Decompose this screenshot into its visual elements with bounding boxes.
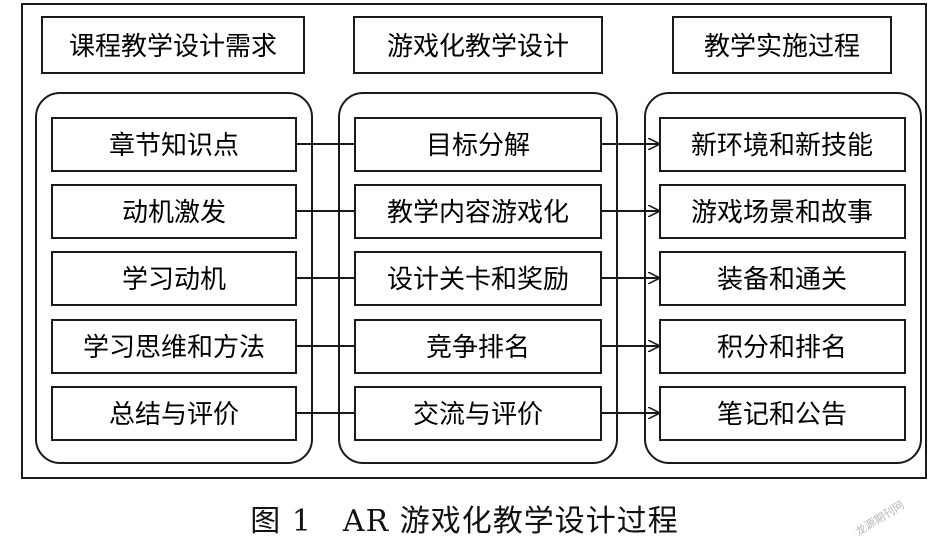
col2-label-2: 教学内容游戏化 — [387, 198, 569, 228]
col3-label-1: 新环境和新技能 — [691, 131, 873, 161]
col3-label-2: 游戏场景和故事 — [691, 198, 873, 228]
col3-label-5: 笔记和公告 — [717, 400, 847, 430]
header-label-2: 游戏化教学设计 — [387, 32, 569, 62]
header-box-3: 教学实施过程 — [672, 16, 892, 74]
header-box-2: 游戏化教学设计 — [353, 16, 603, 74]
col3-box-3: 装备和通关 — [659, 251, 906, 306]
col2-label-3: 设计关卡和奖励 — [387, 265, 569, 295]
col2-box-1: 目标分解 — [354, 117, 602, 172]
col1-box-1: 章节知识点 — [51, 117, 297, 172]
col3-box-2: 游戏场景和故事 — [659, 184, 906, 239]
col3-box-4: 积分和排名 — [659, 319, 906, 374]
col2-box-2: 教学内容游戏化 — [354, 184, 602, 239]
col1-label-1: 章节知识点 — [109, 131, 239, 161]
col2-label-5: 交流与评价 — [413, 400, 543, 430]
col3-label-4: 积分和排名 — [717, 333, 847, 363]
col2-label-1: 目标分解 — [426, 131, 530, 161]
col2-label-4: 竞争排名 — [426, 333, 530, 363]
col3-box-5: 笔记和公告 — [659, 386, 906, 441]
col1-label-4: 学习思维和方法 — [83, 333, 265, 363]
col2-box-3: 设计关卡和奖励 — [354, 251, 602, 306]
col1-label-2: 动机激发 — [122, 198, 226, 228]
col1-box-5: 总结与评价 — [51, 386, 297, 441]
figure-caption: 图 1 AR 游戏化教学设计过程 — [250, 504, 679, 539]
col1-box-3: 学习动机 — [51, 251, 297, 306]
col1-box-4: 学习思维和方法 — [51, 319, 297, 374]
header-label-3: 教学实施过程 — [704, 32, 860, 62]
col3-box-1: 新环境和新技能 — [659, 117, 906, 172]
header-label-1: 课程教学设计需求 — [69, 32, 277, 62]
col1-box-2: 动机激发 — [51, 184, 297, 239]
header-box-1: 课程教学设计需求 — [41, 16, 305, 74]
outer-frame — [21, 3, 927, 479]
col1-label-5: 总结与评价 — [109, 400, 239, 430]
col2-box-4: 竞争排名 — [354, 319, 602, 374]
col1-label-3: 学习动机 — [122, 265, 226, 295]
col3-label-3: 装备和通关 — [717, 265, 847, 295]
col2-box-5: 交流与评价 — [354, 386, 602, 441]
